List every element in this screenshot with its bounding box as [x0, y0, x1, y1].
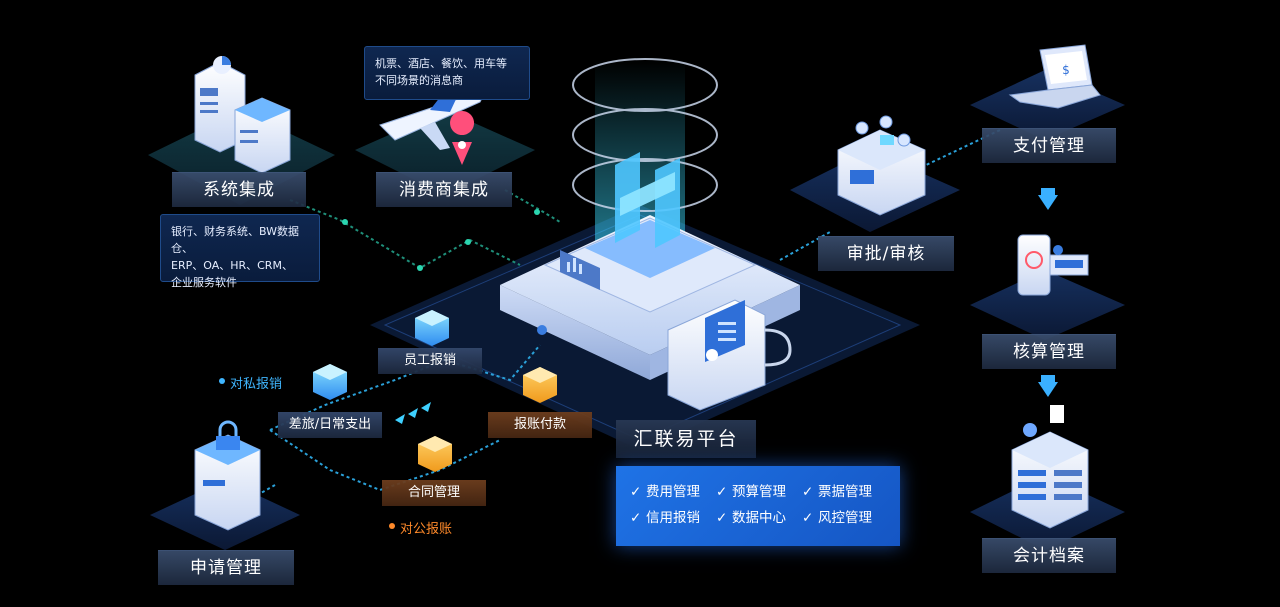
accounting-tile: [970, 270, 1125, 340]
legend-public-label: 对公报账: [400, 522, 453, 537]
approval-building-icon: [837, 115, 926, 216]
lock-icon: [194, 420, 261, 531]
cube-icon: [313, 310, 557, 472]
feature-item: 费用管理: [630, 480, 716, 500]
node-consumer-integration: 消费商集成: [376, 172, 512, 207]
sub-reimburse-payment: 报账付款: [488, 412, 592, 438]
feature-item: 风控管理: [802, 506, 888, 526]
consumer-info-line-1: 机票、酒店、餐饮、用车等: [375, 57, 507, 70]
feature-item: 信用报销: [630, 506, 716, 526]
consumer-info-line-2: 不同场景的消息商: [375, 74, 463, 87]
sub-travel-expense: 差旅/日常支出: [278, 412, 382, 438]
system-info-line-2: ERP、OA、HR、CRM、: [171, 259, 293, 272]
legend-private-label: 对私报销: [230, 377, 283, 392]
consumer-info-box: 机票、酒店、餐饮、用车等 不同场景的消息商: [364, 46, 530, 100]
sub-contract: 合同管理: [382, 480, 486, 506]
down-arrows: [1038, 188, 1058, 397]
archive-server-icon: [1011, 405, 1089, 529]
svg-text:$: $: [1062, 63, 1070, 77]
feature-item: 票据管理: [802, 480, 888, 500]
system-info-line-3: 企业服务软件: [171, 276, 237, 289]
feature-grid: 费用管理 预算管理 票据管理 信用报销 数据中心 风控管理: [630, 480, 890, 526]
node-accounting: 核算管理: [982, 334, 1116, 369]
node-archive: 会计档案: [982, 538, 1116, 573]
link-consumer-integration: [504, 189, 561, 223]
platform-title: 汇联易平台: [616, 420, 756, 458]
system-info-box: 银行、财务系统、BW数据仓、 ERP、OA、HR、CRM、 企业服务软件: [160, 214, 320, 289]
link-system-integration: [289, 199, 521, 270]
system-info-line-1: 银行、财务系统、BW数据仓、: [171, 225, 300, 255]
server-icon: [194, 56, 291, 174]
legend-public-dot: [389, 523, 395, 529]
flow-arrows: [395, 402, 431, 424]
platform-device-icon: [667, 299, 792, 411]
sub-employee-reimburse: 员工报销: [378, 348, 482, 374]
feature-item: 预算管理: [716, 480, 802, 500]
node-system-integration: 系统集成: [172, 172, 306, 207]
node-payment: 支付管理: [982, 128, 1116, 163]
receipt-icon: [1017, 234, 1089, 296]
node-approval: 审批/审核: [818, 236, 954, 271]
legend-private-dot: [219, 378, 225, 384]
laptop-icon: $: [1008, 44, 1101, 109]
node-application: 申请管理: [158, 550, 294, 585]
feature-item: 数据中心: [716, 506, 802, 526]
platform-feature-box: 费用管理 预算管理 票据管理 信用报销 数据中心 风控管理: [616, 466, 900, 546]
location-pin-icon: [450, 111, 475, 165]
platform-rings: [572, 58, 718, 212]
